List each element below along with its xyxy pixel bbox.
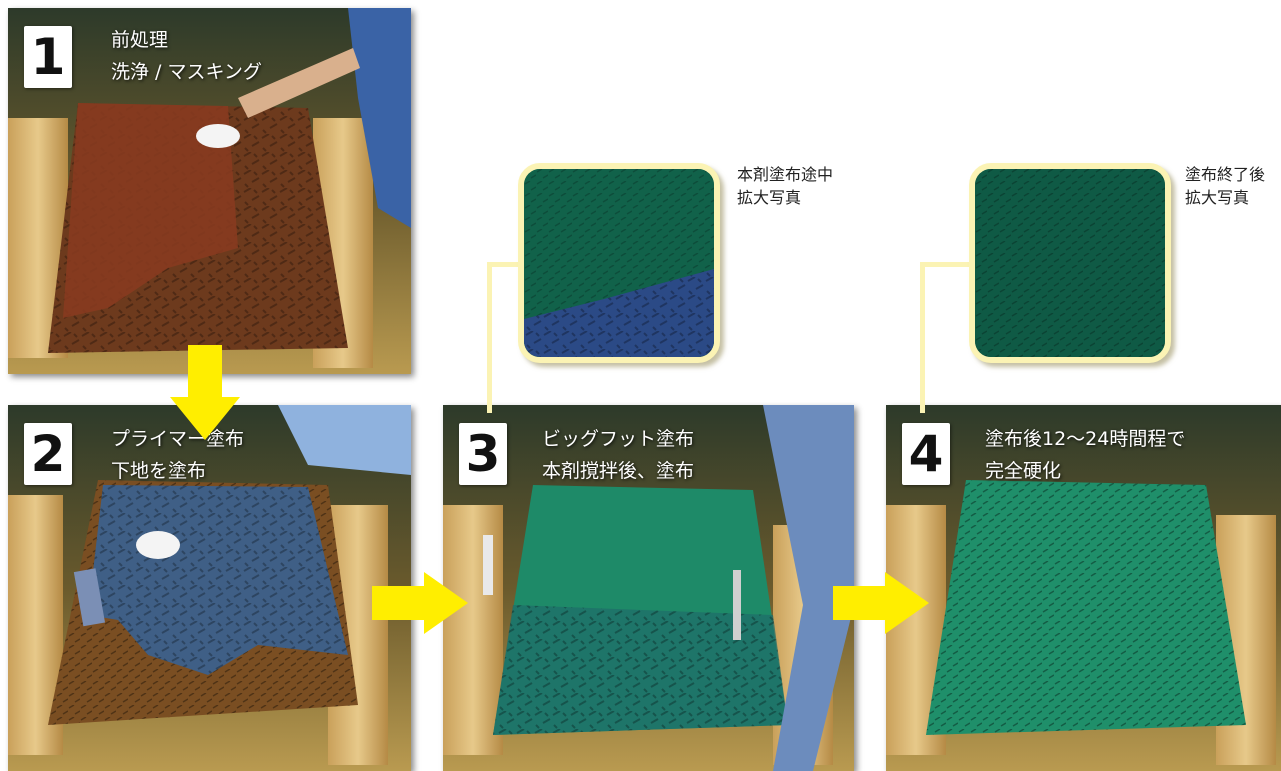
inset-1-note-line1: 本剤塗布途中 [737,165,834,184]
step-3-badge: 3 [459,423,507,485]
step-2-panel: 2 プライマー塗布 下地を塗布 [8,405,411,771]
step-1-panel: 1 前処理 洗浄 / マスキング [8,8,411,374]
step-3-panel: 3 ビッグフット塗布 本剤撹拌後、塗布 [443,405,854,771]
inset-1-note-line2: 拡大写真 [737,188,802,207]
inset-2-note-line1: 塗布終了後 [1185,165,1266,184]
step-2-badge: 2 [24,423,72,485]
inset-2-photo [969,163,1171,363]
inset-2-connector [920,262,975,413]
step-4-panel: 4 塗布後12〜24時間程で 完全硬化 [886,405,1281,771]
step-1-photo [8,8,411,374]
arrow-right-icon [833,572,929,634]
inset-1-photo [518,163,720,363]
arrow-right-icon [372,572,468,634]
arrow-down-icon [170,345,240,440]
inset-2-image [975,169,1165,357]
step-3-subtitle: 本剤撹拌後、塗布 [542,460,695,482]
step-2-subtitle: 下地を塗布 [111,460,207,482]
step-1-subtitle: 洗浄 / マスキング [111,61,262,83]
step-2-title: プライマー塗布 [111,428,245,450]
step-3-title: ビッグフット塗布 [542,428,695,450]
step-1-badge: 1 [24,26,72,88]
step-4-subtitle: 完全硬化 [985,460,1062,482]
inset-1-image [524,169,714,357]
inset-2-note-line2: 拡大写真 [1185,188,1250,207]
step-4-photo [886,405,1281,771]
step-4-title: 塗布後12〜24時間程で [985,428,1186,450]
step-3-photo [443,405,854,771]
step-1-title: 前処理 [111,29,169,51]
step-2-photo [8,405,411,771]
step-4-badge: 4 [902,423,950,485]
inset-1-connector [487,262,532,413]
